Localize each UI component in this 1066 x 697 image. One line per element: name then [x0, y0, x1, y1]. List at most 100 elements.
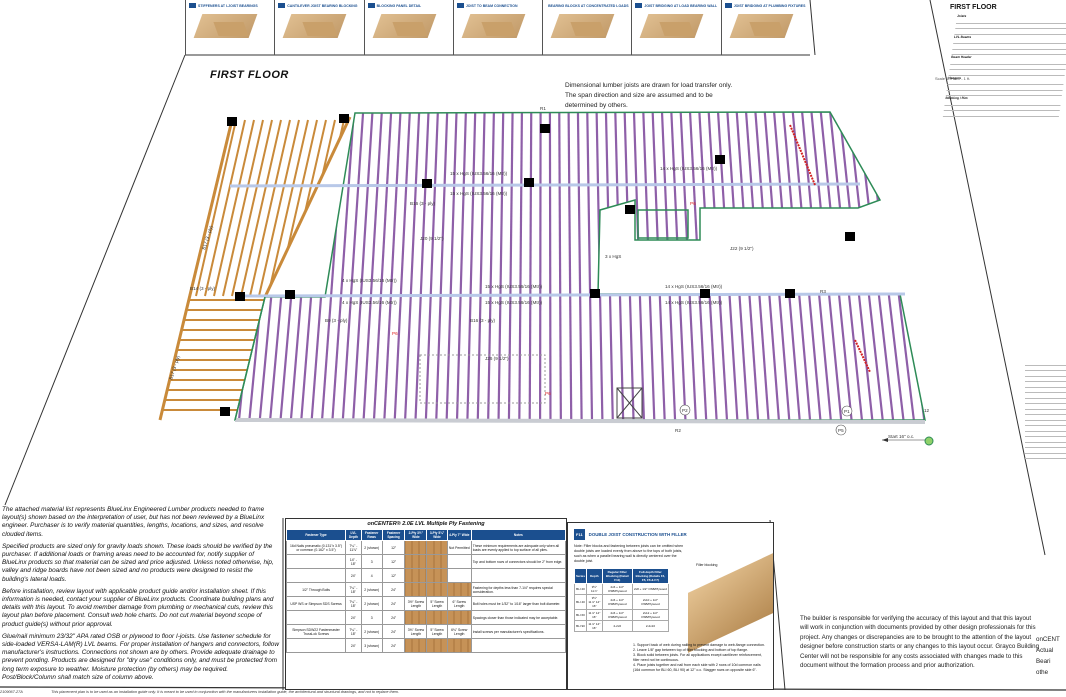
- beam-line[interactable]: [229, 182, 861, 188]
- joist[interactable]: [548, 100, 552, 430]
- joist[interactable]: [538, 100, 542, 430]
- joist[interactable]: [361, 100, 384, 430]
- hanger-label[interactable]: 14 x HgS (IUS3.56/16 (Mtr)): [665, 300, 723, 305]
- joist[interactable]: [846, 100, 885, 430]
- joist[interactable]: [103, 100, 150, 430]
- joist[interactable]: [911, 100, 957, 430]
- hanger-label[interactable]: 14 x HgS (IUS3.56/16 (Mtr)): [660, 166, 718, 171]
- post-block[interactable]: [227, 117, 237, 126]
- joist-label[interactable]: J26 (9 1/2"): [485, 356, 509, 361]
- joist[interactable]: [586, 100, 594, 430]
- post-block[interactable]: [625, 205, 635, 214]
- joist[interactable]: [567, 100, 573, 430]
- joist[interactable]: [445, 100, 458, 430]
- hanger-label[interactable]: 15 x HgS (IUS3.56/16 (Mtr)): [450, 171, 508, 176]
- joist[interactable]: [874, 100, 917, 430]
- rim-board[interactable]: [234, 418, 926, 424]
- beam-label[interactable]: B16 (3 - ply): [410, 201, 435, 206]
- joist[interactable]: [393, 100, 412, 430]
- joist[interactable]: [576, 100, 583, 430]
- joist[interactable]: [382, 100, 403, 430]
- hanger-label[interactable]: 4 x HgS (IUS3.56/16 (Mtr)): [342, 278, 397, 283]
- joist[interactable]: [688, 100, 708, 430]
- joist[interactable]: [604, 100, 615, 430]
- joist[interactable]: [837, 100, 875, 430]
- rim-board[interactable]: [234, 296, 266, 421]
- hanger-label[interactable]: 15 x HgS (IUS3.56/16 (Mtr)): [450, 191, 508, 196]
- joist[interactable]: [865, 100, 906, 430]
- joist[interactable]: [632, 100, 646, 430]
- hanger-label[interactable]: 4 x HgS (IUS3.56/16 (Mtr)): [342, 300, 397, 305]
- tag-p1[interactable]: P1: [841, 405, 853, 417]
- post-block[interactable]: [339, 114, 349, 123]
- joist[interactable]: [595, 100, 604, 430]
- post-block[interactable]: [700, 289, 710, 298]
- joist[interactable]: [413, 100, 431, 430]
- joist[interactable]: [113, 100, 159, 430]
- joist[interactable]: [818, 100, 854, 430]
- joist[interactable]: [716, 100, 740, 430]
- joist[interactable]: [330, 100, 356, 430]
- joist[interactable]: [341, 100, 365, 430]
- tag-p5[interactable]: P5: [835, 424, 847, 436]
- joist[interactable]: [623, 100, 635, 430]
- beam-label[interactable]: B14 (3 - ply): [190, 286, 215, 291]
- post-block[interactable]: [785, 289, 795, 298]
- stair-opening[interactable]: [637, 209, 689, 239]
- joist[interactable]: [706, 100, 729, 430]
- joist[interactable]: [466, 100, 477, 430]
- joist[interactable]: [941, 100, 988, 430]
- beam-label[interactable]: B17 (3 - ply): [168, 355, 181, 381]
- joist[interactable]: [518, 100, 524, 430]
- joist[interactable]: [855, 100, 896, 430]
- joist-label[interactable]: J22 (9 1/2"): [730, 246, 754, 251]
- post-block[interactable]: [285, 290, 295, 299]
- post-block[interactable]: [422, 179, 432, 188]
- joist-label[interactable]: J20 (9 1/2"): [420, 236, 444, 241]
- joist[interactable]: [528, 100, 533, 430]
- joist[interactable]: [931, 100, 977, 430]
- red-tag[interactable]: P6: [392, 331, 398, 336]
- joist[interactable]: [403, 100, 421, 430]
- joist[interactable]: [558, 100, 563, 430]
- joist[interactable]: [641, 100, 656, 430]
- post-block[interactable]: [540, 124, 550, 133]
- joist[interactable]: [434, 100, 449, 430]
- joist[interactable]: [486, 100, 496, 430]
- beam-label[interactable]: B9 (3 - ply): [325, 318, 348, 323]
- post-block[interactable]: [235, 292, 245, 301]
- joist[interactable]: [883, 100, 926, 430]
- joist[interactable]: [697, 100, 719, 430]
- start-marker[interactable]: Start 16" o.c.: [882, 434, 934, 446]
- joist[interactable]: [497, 100, 505, 430]
- red-tag[interactable]: P6: [545, 391, 551, 396]
- joist-label[interactable]: 3 x HgS: [605, 254, 621, 259]
- joist[interactable]: [424, 100, 440, 430]
- post-block[interactable]: [524, 178, 534, 187]
- post-block[interactable]: [590, 289, 600, 298]
- red-tag[interactable]: P6: [690, 201, 696, 206]
- joist[interactable]: [476, 100, 486, 430]
- hanger-label[interactable]: 14 x HgS (IUS3.56/16 (Mtr)): [665, 284, 723, 289]
- hanger-label[interactable]: 15 x HgS (IUS3.56/16 (Mtr)): [485, 300, 543, 305]
- joist[interactable]: [372, 100, 393, 430]
- joist[interactable]: [455, 100, 468, 430]
- post-block[interactable]: [715, 155, 725, 164]
- joist[interactable]: [507, 100, 514, 430]
- post-block[interactable]: [845, 232, 855, 241]
- tag-p2[interactable]: P2: [679, 404, 691, 416]
- joist[interactable]: [123, 100, 168, 430]
- post-block[interactable]: [220, 407, 230, 416]
- joist[interactable]: [351, 100, 375, 430]
- joist[interactable]: [892, 100, 936, 430]
- joist[interactable]: [734, 100, 760, 430]
- joist[interactable]: [725, 100, 750, 430]
- hanger-label[interactable]: 15 x HgS (IUS3.56/16 (Mtr)): [485, 284, 543, 289]
- beam-line[interactable]: [239, 292, 906, 298]
- joist[interactable]: [950, 100, 999, 430]
- joist[interactable]: [959, 100, 1009, 430]
- joist[interactable]: [920, 100, 967, 430]
- joist[interactable]: [613, 100, 625, 430]
- beam-label[interactable]: B16 (3 - ply): [470, 318, 495, 323]
- joist[interactable]: [827, 100, 865, 430]
